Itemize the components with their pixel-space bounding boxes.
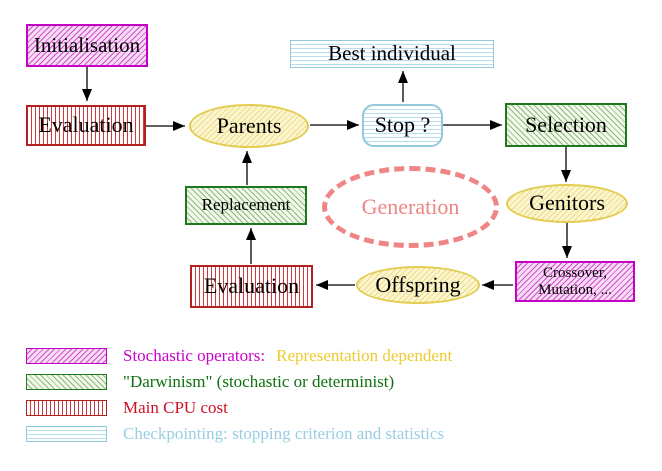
- legend-row-checkpointing: Checkpointing: stopping criterion and st…: [26, 424, 444, 444]
- legend-stochastic-label: Stochastic operators:: [123, 346, 266, 365]
- crossover-line2: Mutation, ...: [538, 281, 612, 298]
- legend-row-cpu: Main CPU cost: [26, 398, 228, 418]
- node-crossover-mutation: Crossover, Mutation, ...: [515, 261, 635, 302]
- magenta-hatch-swatch: [26, 348, 107, 364]
- cyan-stripe-swatch: [26, 426, 107, 442]
- crossover-line1: Crossover,: [543, 265, 607, 281]
- node-evaluation-top: Evaluation: [26, 105, 146, 146]
- node-initialisation: Initialisation: [26, 24, 148, 67]
- node-selection: Selection: [505, 103, 627, 147]
- legend-darwinism-label: "Darwinism" (stochastic or determinist): [123, 372, 395, 391]
- legend-representation-note: Representation dependent: [276, 346, 453, 365]
- legend-checkpointing-label: Checkpointing: stopping criterion and st…: [123, 424, 445, 443]
- generation-label: Generation: [361, 194, 460, 219]
- node-replacement: Replacement: [185, 186, 307, 225]
- node-evaluation-bottom: Evaluation: [190, 265, 313, 308]
- node-stop: Stop ?: [362, 104, 443, 147]
- green-hatch-swatch: [26, 374, 107, 390]
- legend-row-darwinism: "Darwinism" (stochastic or determinist): [26, 372, 394, 392]
- generation-cycle-ellipse: Generation: [322, 166, 499, 248]
- red-stripe-swatch: [26, 400, 107, 416]
- node-offspring: Offspring: [356, 266, 480, 304]
- node-parents: Parents: [189, 104, 309, 148]
- legend-row-stochastic: Stochastic operators: Representation depe…: [26, 346, 452, 366]
- legend-cpu-label: Main CPU cost: [123, 398, 228, 417]
- node-best-individual: Best individual: [290, 40, 494, 68]
- node-genitors: Genitors: [506, 184, 628, 223]
